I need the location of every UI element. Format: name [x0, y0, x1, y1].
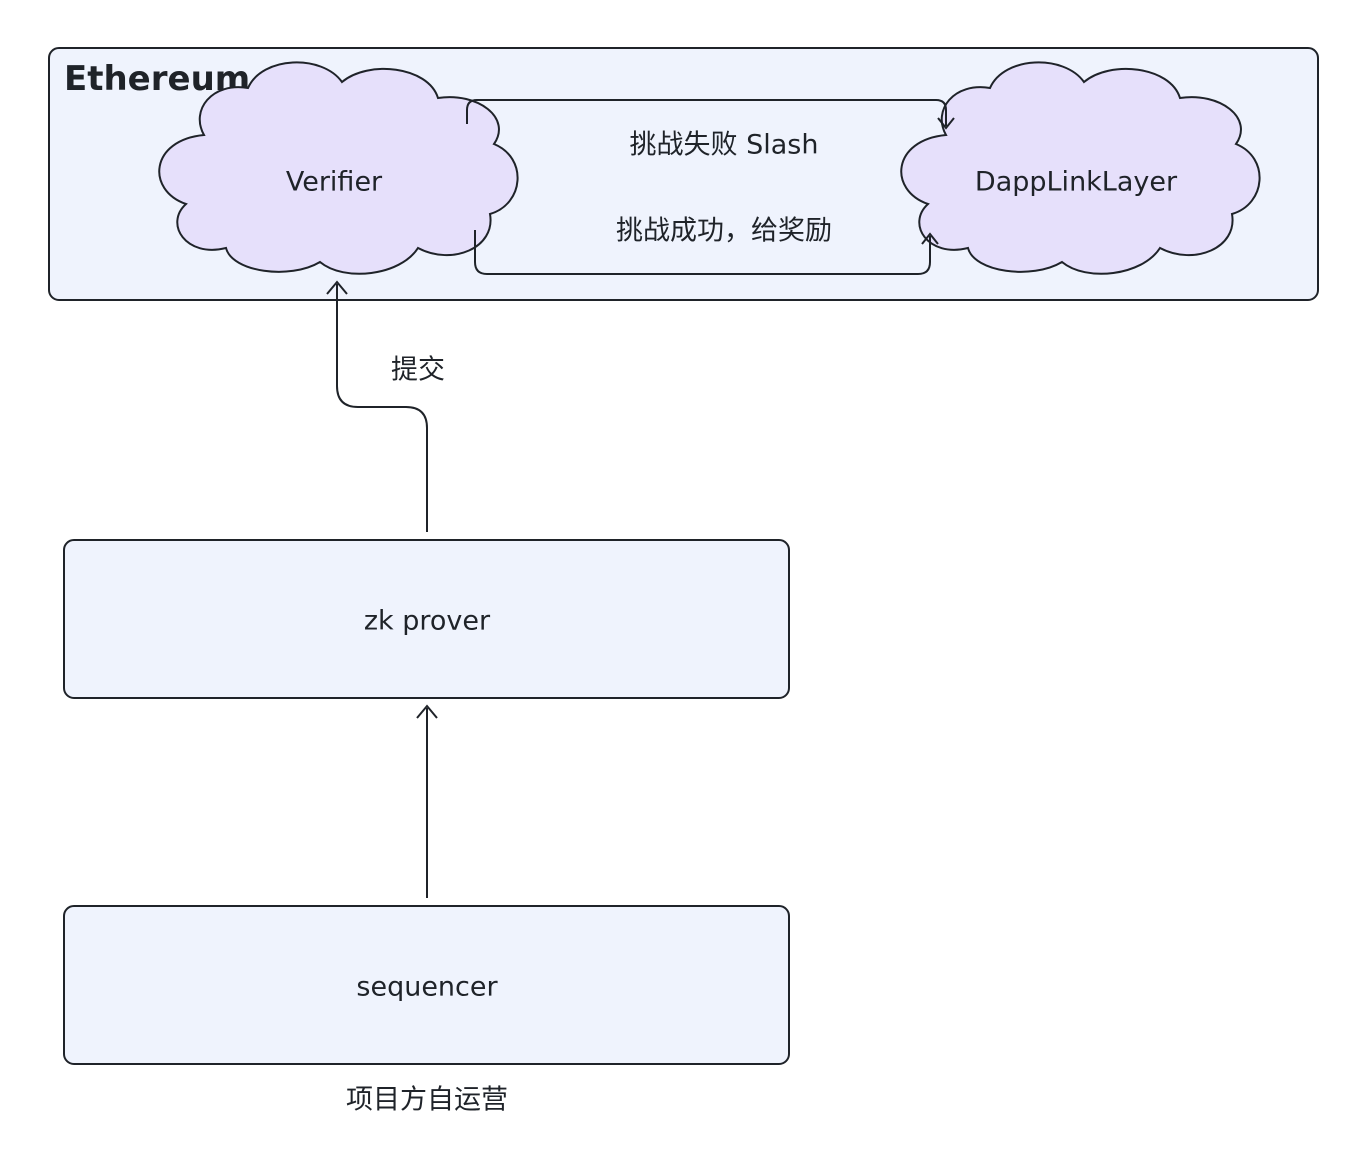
edge-challenge-success-label: 挑战成功，给奖励	[616, 216, 832, 247]
edge-challenge-success: 挑战成功，给奖励	[474, 216, 939, 275]
dapplink-layer-label: DappLinkLayer	[975, 167, 1178, 198]
edge-submit-arrowhead	[326, 280, 348, 295]
edge-challenge-fail-label: 挑战失败 Slash	[630, 130, 819, 161]
sequencer-box	[63, 905, 790, 1065]
self-operated-note: 项目方自运营	[346, 1085, 508, 1116]
edge-challenge-fail-line	[466, 99, 947, 126]
edge-challenge-success-arrowhead	[921, 232, 939, 245]
dapplink-layer-cloud-shape	[900, 61, 1261, 275]
sequencer-node[interactable]: sequencer	[63, 905, 790, 1065]
sequencer-label: sequencer	[356, 972, 498, 1003]
edge-challenge-fail-arrowhead	[937, 117, 955, 130]
edge-challenge-success-line	[474, 230, 931, 275]
dapplink-layer-node[interactable]: DappLinkLayer	[900, 61, 1261, 275]
edge-challenge-fail: 挑战失败 Slash	[466, 99, 955, 161]
edge-submit-label: 提交	[391, 355, 445, 386]
edge-sequencer-to-prover	[416, 704, 438, 898]
edge-sequencer-to-prover-arrowhead	[416, 704, 438, 719]
verifier-cloud-shape	[158, 61, 519, 275]
edge-submit: 提交	[326, 280, 445, 532]
verifier-label: Verifier	[286, 167, 383, 198]
zk-prover-node[interactable]: zk prover	[63, 539, 790, 699]
verifier-node[interactable]: Verifier	[158, 61, 519, 275]
zk-prover-label: zk prover	[364, 606, 491, 637]
edge-submit-line	[336, 284, 428, 532]
zk-prover-box	[63, 539, 790, 699]
